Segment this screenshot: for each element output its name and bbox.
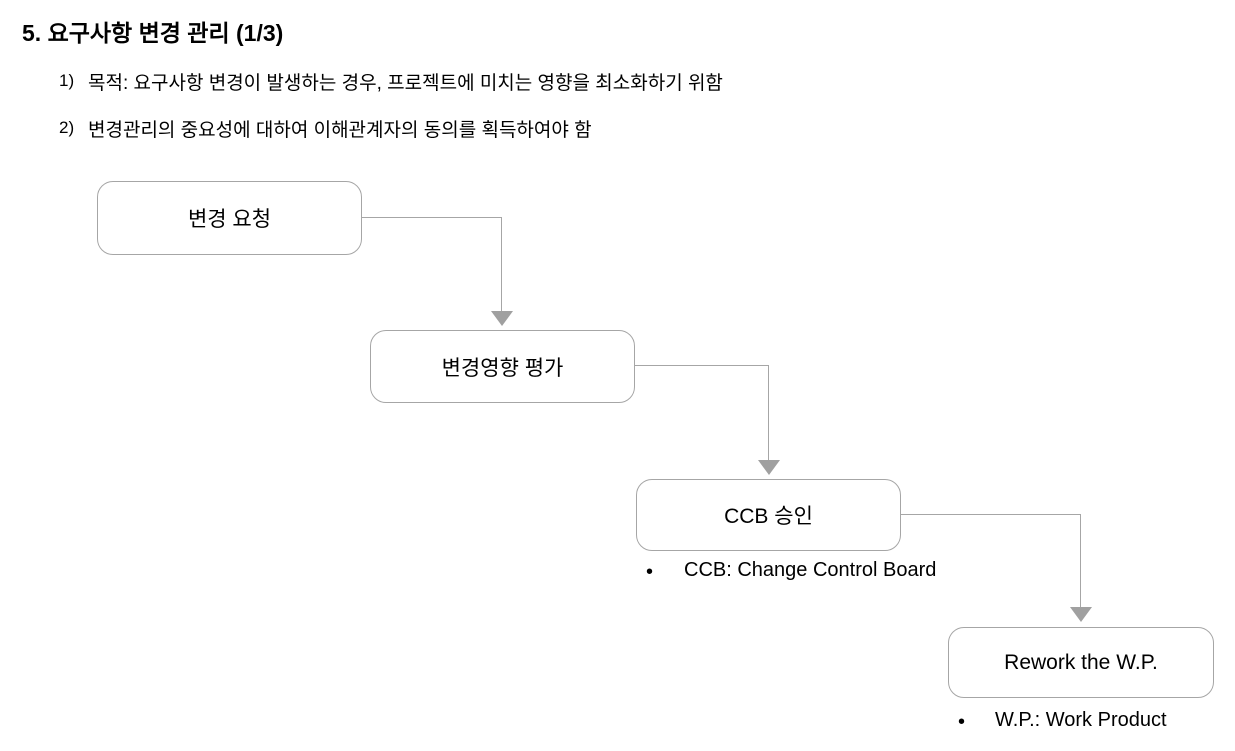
flow-box-impact-assessment[interactable]: 변경영향 평가 xyxy=(370,330,635,403)
caption-ccb-definition: CCB: Change Control Board xyxy=(684,559,937,581)
list-marker-1: 1) xyxy=(59,71,75,90)
flow-box-change-request-label: 변경 요청 xyxy=(187,208,272,231)
connector-3-arrowhead-icon xyxy=(1070,607,1092,622)
connector-1-vertical xyxy=(501,217,502,312)
list-item-purpose: 목적: 요구사항 변경이 발생하는 경우, 프로젝트에 미치는 영향을 최소화하… xyxy=(88,73,723,94)
flow-box-rework-label: Rework the W.P. xyxy=(1004,650,1158,674)
list-item-stakeholder-agreement: 변경관리의 중요성에 대하여 이해관계자의 동의를 획득하여야 함 xyxy=(88,120,592,141)
connector-2-arrowhead-icon xyxy=(758,460,780,475)
connector-3-vertical xyxy=(1080,514,1081,608)
flow-box-ccb-approval[interactable]: CCB 승인 xyxy=(636,479,901,551)
flow-box-rework[interactable]: Rework the W.P. xyxy=(948,627,1214,698)
page-title: 5. 요구사항 변경 관리 (1/3) xyxy=(22,20,284,46)
caption-wp-definition: W.P.: Work Product xyxy=(995,709,1167,731)
caption-bullet-wp-icon: • xyxy=(958,711,966,733)
list-marker-2: 2) xyxy=(59,118,75,137)
connector-3-horizontal xyxy=(901,514,1081,515)
connector-2-vertical xyxy=(768,365,769,461)
flow-box-ccb-approval-label: CCB 승인 xyxy=(724,505,813,528)
connector-1-horizontal xyxy=(362,217,502,218)
caption-bullet-ccb-icon: • xyxy=(646,561,654,583)
flow-box-impact-assessment-label: 변경영향 평가 xyxy=(441,356,564,380)
connector-2-horizontal xyxy=(635,365,769,366)
flow-box-change-request[interactable]: 변경 요청 xyxy=(97,181,362,255)
connector-1-arrowhead-icon xyxy=(491,311,513,326)
